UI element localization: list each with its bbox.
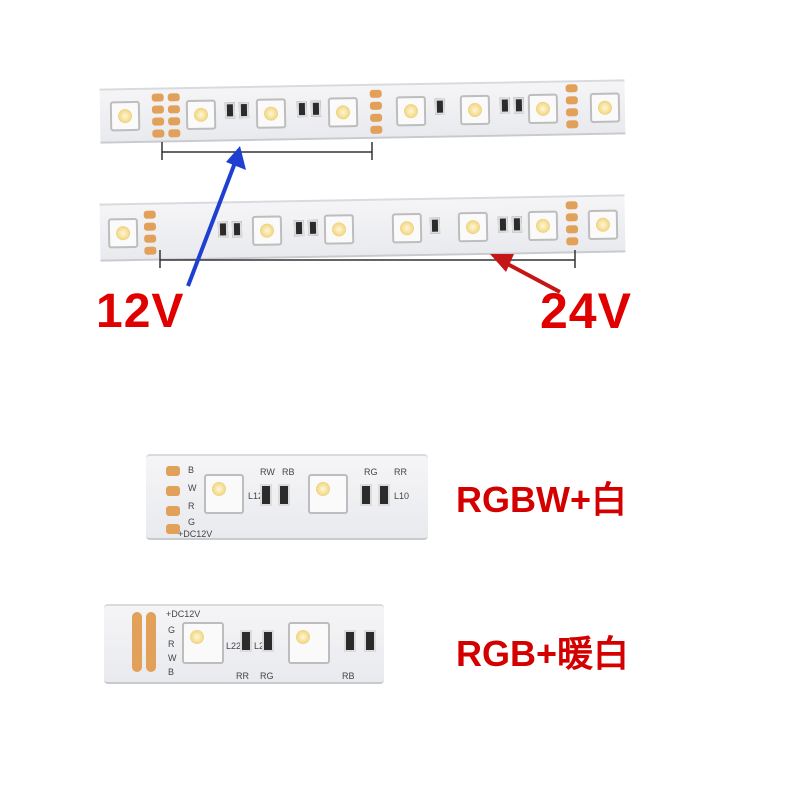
pin-label: W	[168, 653, 177, 663]
resistor	[344, 630, 356, 652]
led-strip-rgbw: B W R G L12 RW RB RG L10 RR +DC12V	[146, 454, 428, 540]
label-rgb-warm-white: RGB+暖白	[456, 633, 630, 674]
resistor	[278, 484, 290, 506]
resistor	[262, 630, 274, 652]
component-label: L12	[248, 491, 264, 501]
bracket-12v	[161, 142, 373, 160]
led-chip	[288, 622, 330, 664]
solder-pad	[166, 486, 180, 496]
arrow-blue-icon	[186, 146, 246, 287]
component-label: L22	[226, 641, 242, 651]
dc12v-label: +DC12V	[178, 529, 213, 539]
resistor-code: RG	[364, 467, 378, 477]
label-24v: 24V	[540, 283, 632, 339]
label-rgbw: RGBW+白	[456, 479, 628, 520]
pin-label: B	[188, 465, 195, 475]
solder-pad	[132, 612, 142, 672]
solder-pad	[166, 466, 180, 476]
resistor	[378, 484, 390, 506]
resistor-code: RR	[236, 671, 249, 681]
pin-label: R	[188, 501, 195, 511]
arrow-red-icon	[490, 254, 561, 294]
solder-pad	[146, 612, 156, 672]
resistor	[360, 484, 372, 506]
pin-label: G	[168, 625, 176, 635]
resistor-code: RW	[260, 467, 275, 477]
resistor	[260, 484, 272, 506]
solder-pad	[166, 506, 180, 516]
led-chip	[308, 474, 348, 514]
resistor-code: RG	[260, 671, 274, 681]
pin-label: G	[188, 517, 196, 527]
component-label: L10	[394, 491, 410, 501]
led-chip	[182, 622, 224, 664]
resistor-code: RR	[394, 467, 407, 477]
resistor-code: RB	[282, 467, 295, 477]
pin-label: +DC12V	[166, 609, 201, 619]
pin-label: W	[188, 483, 197, 493]
resistor	[240, 630, 252, 652]
solder-pad	[166, 524, 180, 534]
led-strip-rgb-warm-white: +DC12V G R W B L22 RR L23 RG RB	[104, 604, 384, 684]
component-label: L23	[254, 642, 269, 651]
resistor	[364, 630, 376, 652]
label-12v: 12V	[96, 285, 185, 338]
led-chip	[204, 474, 244, 514]
resistor-code: RB	[342, 671, 355, 681]
pin-label: B	[168, 667, 175, 677]
pin-label: R	[168, 639, 175, 649]
